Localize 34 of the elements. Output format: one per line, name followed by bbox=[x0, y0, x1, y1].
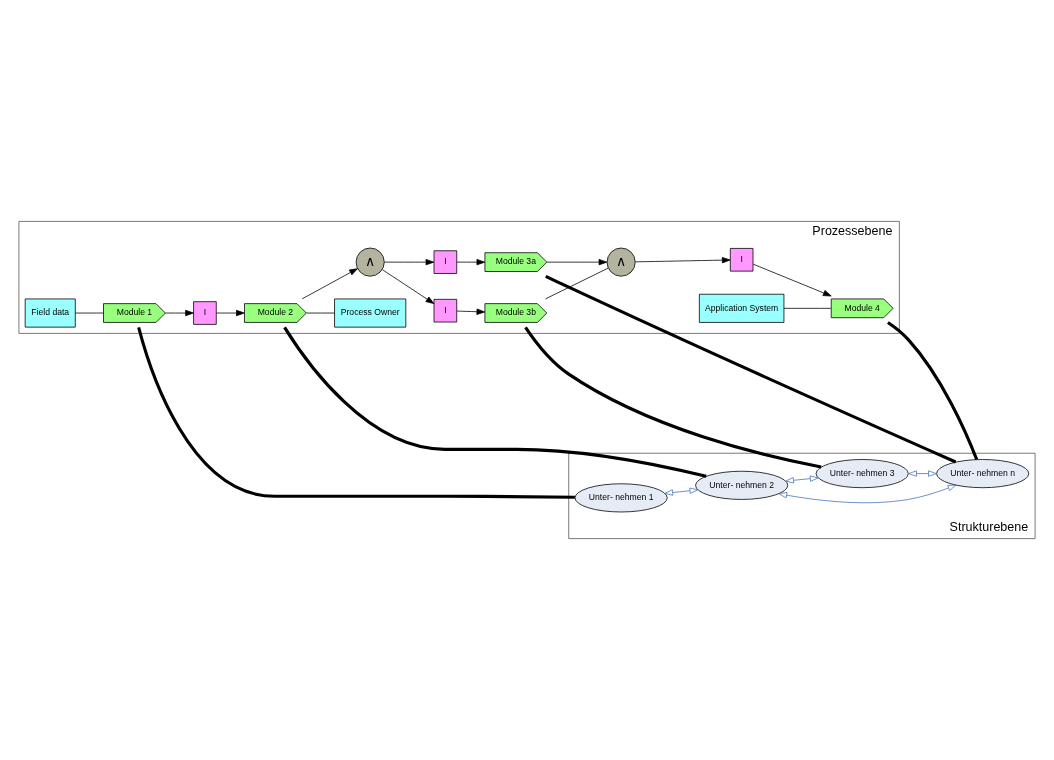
arrow bbox=[752, 263, 832, 297]
connector bbox=[306, 312, 335, 314]
node-box: Process Owner bbox=[334, 298, 407, 328]
arrow bbox=[664, 487, 699, 496]
arrow bbox=[384, 259, 435, 266]
connector bbox=[545, 274, 957, 464]
connector bbox=[74, 312, 104, 314]
arrow bbox=[785, 475, 819, 484]
arrow bbox=[301, 268, 358, 300]
node-circle: ∧ bbox=[606, 247, 636, 277]
node-box: I bbox=[433, 250, 458, 274]
arrow bbox=[778, 484, 957, 504]
arrow bbox=[546, 259, 608, 266]
connector bbox=[545, 267, 609, 300]
node-box: Application System bbox=[698, 293, 785, 323]
node-box: I bbox=[433, 298, 458, 323]
connector bbox=[524, 326, 822, 469]
arrow bbox=[382, 269, 435, 304]
connector bbox=[887, 321, 979, 461]
connector bbox=[283, 326, 707, 478]
connector bbox=[783, 307, 832, 309]
arrow bbox=[908, 470, 937, 477]
node-box: Field data bbox=[24, 298, 76, 328]
node-box: I bbox=[729, 248, 754, 272]
arrow bbox=[165, 309, 194, 317]
arrow bbox=[216, 309, 245, 317]
arrow bbox=[456, 308, 486, 315]
arrow bbox=[456, 259, 486, 266]
node-box: I bbox=[193, 301, 217, 325]
node-circle: ∧ bbox=[355, 247, 385, 277]
node-ellipse: Unter- nehmen 1 bbox=[574, 483, 668, 513]
node-ellipse: Unter- nehmen 3 bbox=[815, 459, 909, 489]
connector bbox=[137, 327, 575, 499]
arrow bbox=[634, 257, 731, 264]
